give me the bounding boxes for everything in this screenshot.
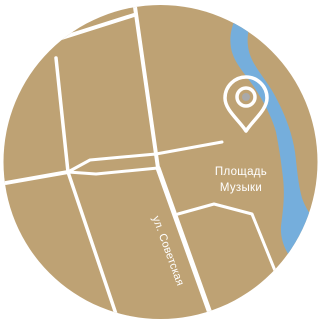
road-west-horizontal xyxy=(3,170,70,186)
road-west-vertical xyxy=(54,56,70,174)
road-network xyxy=(3,5,284,319)
place-label-line1: Площадь xyxy=(215,166,267,178)
road-south-west xyxy=(66,170,120,319)
map-pin-ring xyxy=(235,86,257,108)
road-boulevard xyxy=(66,152,160,176)
place-label-line2: Музыки xyxy=(220,182,262,194)
river xyxy=(230,5,318,296)
road-riverside xyxy=(176,202,284,290)
map-pin-icon[interactable] xyxy=(223,75,269,133)
map-pin-outline xyxy=(223,75,269,133)
road-sovetskaya-south xyxy=(155,165,219,319)
road-sovetskaya-north xyxy=(132,5,160,170)
road-to-square xyxy=(154,140,224,156)
map-pin-dot xyxy=(242,93,250,101)
